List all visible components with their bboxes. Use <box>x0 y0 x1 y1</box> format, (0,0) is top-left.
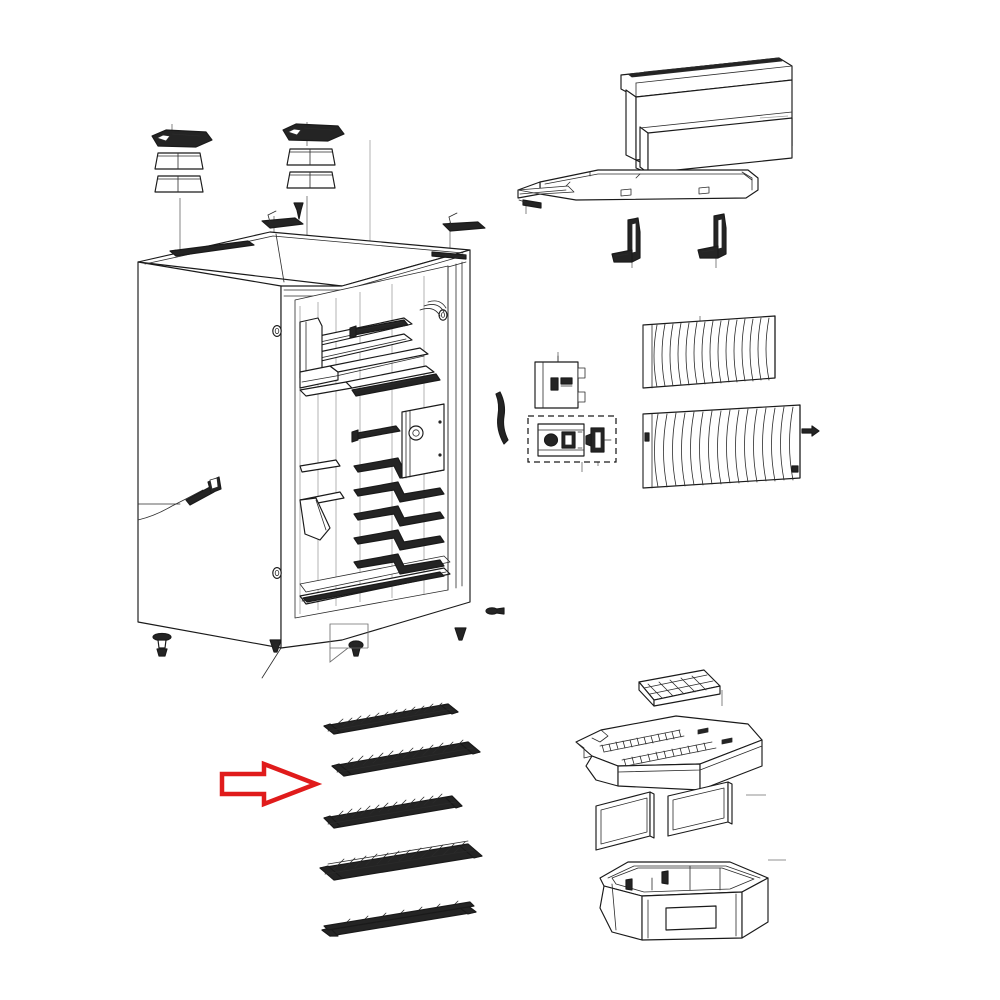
bracket-clip-left <box>611 217 641 263</box>
hinge-group-left <box>151 129 213 193</box>
leveling-feet <box>152 607 505 679</box>
thermostat-housing <box>534 355 586 409</box>
wire-shelf-3 <box>323 793 463 829</box>
thermostat-knob <box>585 427 612 453</box>
thermostat-assembly <box>537 423 585 457</box>
hinge-spacer-upper-left <box>154 152 204 170</box>
door-outer-panel <box>620 57 793 174</box>
red-callout-arrow <box>219 760 323 808</box>
base-screw-3 <box>454 627 467 641</box>
leveling-foot-left <box>152 632 172 657</box>
capillary-tube <box>495 391 509 445</box>
evaporator-panel-lower <box>642 404 801 489</box>
wire-shelf-4 <box>319 840 483 881</box>
interior-control-box <box>401 403 445 479</box>
hinge-spacer-upper-right <box>286 148 336 166</box>
thermostat-group <box>495 355 617 463</box>
ladder-shelf-5 <box>321 900 477 937</box>
glass-shelf-right <box>667 781 733 837</box>
evaporator-screw <box>801 425 820 437</box>
hinge-spacer-lower-right <box>286 171 336 189</box>
drain-hose <box>137 476 222 521</box>
ice-cube-tray <box>638 669 721 707</box>
door-seal-channel <box>419 300 447 317</box>
wire-shelf-2[interactable] <box>331 739 481 777</box>
top-hinge-cover-left <box>261 210 304 229</box>
hinge-group-right <box>282 123 345 189</box>
interior-liner <box>299 261 463 614</box>
tray-screw <box>518 199 542 209</box>
hinge-spacer-lower-left <box>154 175 204 193</box>
top-hinge-plate-left <box>151 129 213 148</box>
wire-shelf-1 <box>323 702 459 735</box>
top-hinge-cover-right <box>442 212 486 232</box>
freezer-evaporator-box <box>575 715 763 791</box>
crisper-bin <box>599 861 769 941</box>
top-hinge-screw-center <box>293 202 304 220</box>
side-screw-right <box>485 607 505 615</box>
bracket-clip-right <box>697 213 727 259</box>
base-screw-2 <box>329 623 369 663</box>
top-hinge-plate-right <box>282 123 345 142</box>
base-screw-1 <box>269 639 282 653</box>
glass-shelf-left <box>595 791 655 851</box>
evaporator-panel-upper <box>642 315 776 389</box>
base-tray <box>517 169 759 209</box>
